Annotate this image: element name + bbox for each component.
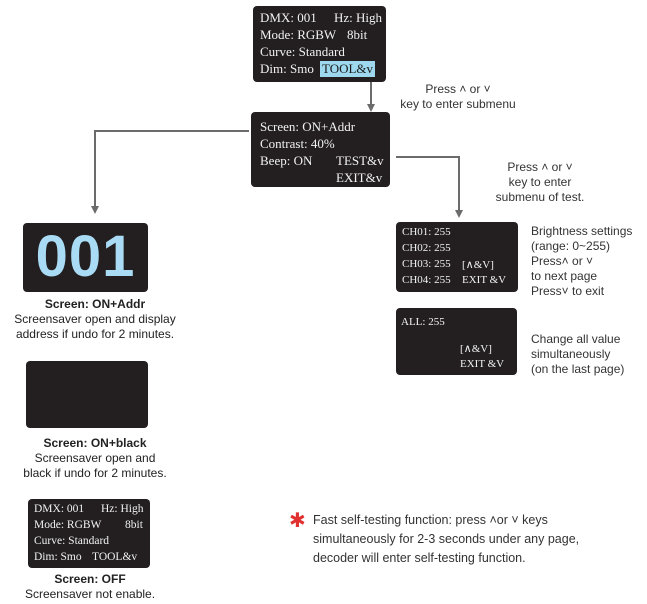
all-value-note-line: simultaneously xyxy=(531,347,611,361)
footnote-line: Fast self-testing function: press ˄or ˅ … xyxy=(313,513,548,527)
bit-depth-text: 8bit xyxy=(347,27,368,42)
bit-depth-text: 8bit xyxy=(125,519,143,531)
brightness-note: Brightness settings (range: 0~255) Press… xyxy=(531,224,632,299)
channel-1-value: CH01: 255 xyxy=(402,226,451,238)
dmx-address-text: DMX: 001 xyxy=(34,503,85,515)
caption-on-addr-title: Screen: ON+Addr xyxy=(44,297,146,311)
footnote-line: decoder will enter self-testing function… xyxy=(313,551,526,565)
caption-off: Screen: OFF Screensaver not enable. xyxy=(0,572,180,602)
test-note: Press ˄ or ˅ key to enter submenu of tes… xyxy=(476,160,604,205)
dimming-text: Dim: Smo xyxy=(34,551,82,563)
exit-menu-item[interactable]: EXIT &V xyxy=(462,274,507,286)
screen-setting-text: Screen: ON+Addr xyxy=(260,119,356,134)
dimming-text: Dim: Smo xyxy=(260,61,314,76)
frequency-text: Hz: High xyxy=(334,10,383,25)
caption-on-addr-line: Screensaver open and display xyxy=(14,312,176,326)
tool-menu-item[interactable]: TOOL&v xyxy=(320,61,376,77)
tool-menu-item: TOOL&v xyxy=(92,551,138,563)
address-screensaver-screen: 001 xyxy=(23,223,148,292)
beep-text: Beep: ON xyxy=(260,153,313,168)
arrow-submenu-to-screensaver xyxy=(91,130,249,214)
caption-off-title: Screen: OFF xyxy=(54,572,126,586)
exit-menu-item[interactable]: EXIT &V xyxy=(460,358,505,370)
brightness-note-line: to next page xyxy=(531,269,598,283)
test-menu-item[interactable]: TEST&v xyxy=(336,153,384,168)
channel-test-screen: CH01: 255 CH02: 255 CH03: 255 [∧&V] CH04… xyxy=(396,222,518,292)
frequency-text: Hz: High xyxy=(101,503,144,515)
channel-3-value: CH03: 255 xyxy=(402,258,451,270)
brightness-note-line: Press˄ or ˅ xyxy=(531,254,594,268)
page-nav-hint: [∧&V] xyxy=(460,343,492,355)
asterisk-icon: ✱ xyxy=(289,508,306,532)
brightness-note-line: Brightness settings xyxy=(531,224,633,238)
test-note-line: key to enter xyxy=(508,175,572,189)
screensaver-off-screen: DMX: 001 Hz: High Mode: RGBW 8bit Curve:… xyxy=(28,499,150,568)
caption-on-black-title: Screen: ON+black xyxy=(43,436,147,450)
brightness-note-line: (range: 0~255) xyxy=(531,239,611,253)
caption-off-line: Screensaver not enable. xyxy=(24,587,156,601)
dmx-address-text: DMX: 001 xyxy=(260,10,317,25)
all-channels-value: ALL: 255 xyxy=(401,316,445,328)
exit-menu-item[interactable]: EXIT&v xyxy=(336,170,383,185)
black-screensaver-screen xyxy=(26,361,148,428)
footnote-line: simultaneously for 2-3 seconds under any… xyxy=(313,532,580,546)
test-note-line: Press ˄ or ˅ xyxy=(507,160,573,174)
submenu-screen: Screen: ON+Addr Contrast: 40% Beep: ON T… xyxy=(251,112,390,187)
caption-on-addr-line: address if undo for 2 minutes. xyxy=(15,327,175,341)
caption-on-black: Screen: ON+black Screensaver open and bl… xyxy=(0,436,190,481)
caption-on-black-line: Screensaver open and xyxy=(34,451,156,465)
address-digits: 001 xyxy=(35,224,136,289)
page-nav-hint: [∧&V] xyxy=(462,259,494,271)
caption-on-black-line: black if undo for 2 minutes. xyxy=(23,466,167,480)
all-value-note-line: (on the last page) xyxy=(531,362,625,376)
contrast-text: Contrast: 40% xyxy=(260,136,335,151)
channel-4-value: CH04: 255 xyxy=(402,274,451,286)
submenu-note-line: key to enter submenu xyxy=(400,97,516,111)
all-value-screen: ALL: 255 [∧&V] EXIT &V xyxy=(396,308,517,375)
self-test-footnote: Fast self-testing function: press ˄or ˅ … xyxy=(313,511,579,568)
mode-text: Mode: RGBW xyxy=(260,27,337,42)
curve-text: Curve: Standard xyxy=(34,535,110,547)
main-menu-screen: DMX: 001 Hz: High Mode: RGBW 8bit Curve:… xyxy=(253,6,386,82)
mode-text: Mode: RGBW xyxy=(34,519,102,531)
curve-text: Curve: Standard xyxy=(260,44,345,59)
arrow-submenu-to-test xyxy=(396,156,463,218)
submenu-note-line: Press ˄ or ˅ xyxy=(425,82,491,96)
brightness-note-line: Press˅ to exit xyxy=(531,284,605,298)
caption-on-addr: Screen: ON+Addr Screensaver open and dis… xyxy=(0,297,190,342)
channel-2-value: CH02: 255 xyxy=(402,242,451,254)
all-value-note: Change all value simultaneously (on the … xyxy=(531,332,624,377)
test-note-line: submenu of test. xyxy=(495,190,585,204)
submenu-note: Press ˄ or ˅ key to enter submenu xyxy=(398,82,518,112)
all-value-note-line: Change all value xyxy=(531,332,621,346)
